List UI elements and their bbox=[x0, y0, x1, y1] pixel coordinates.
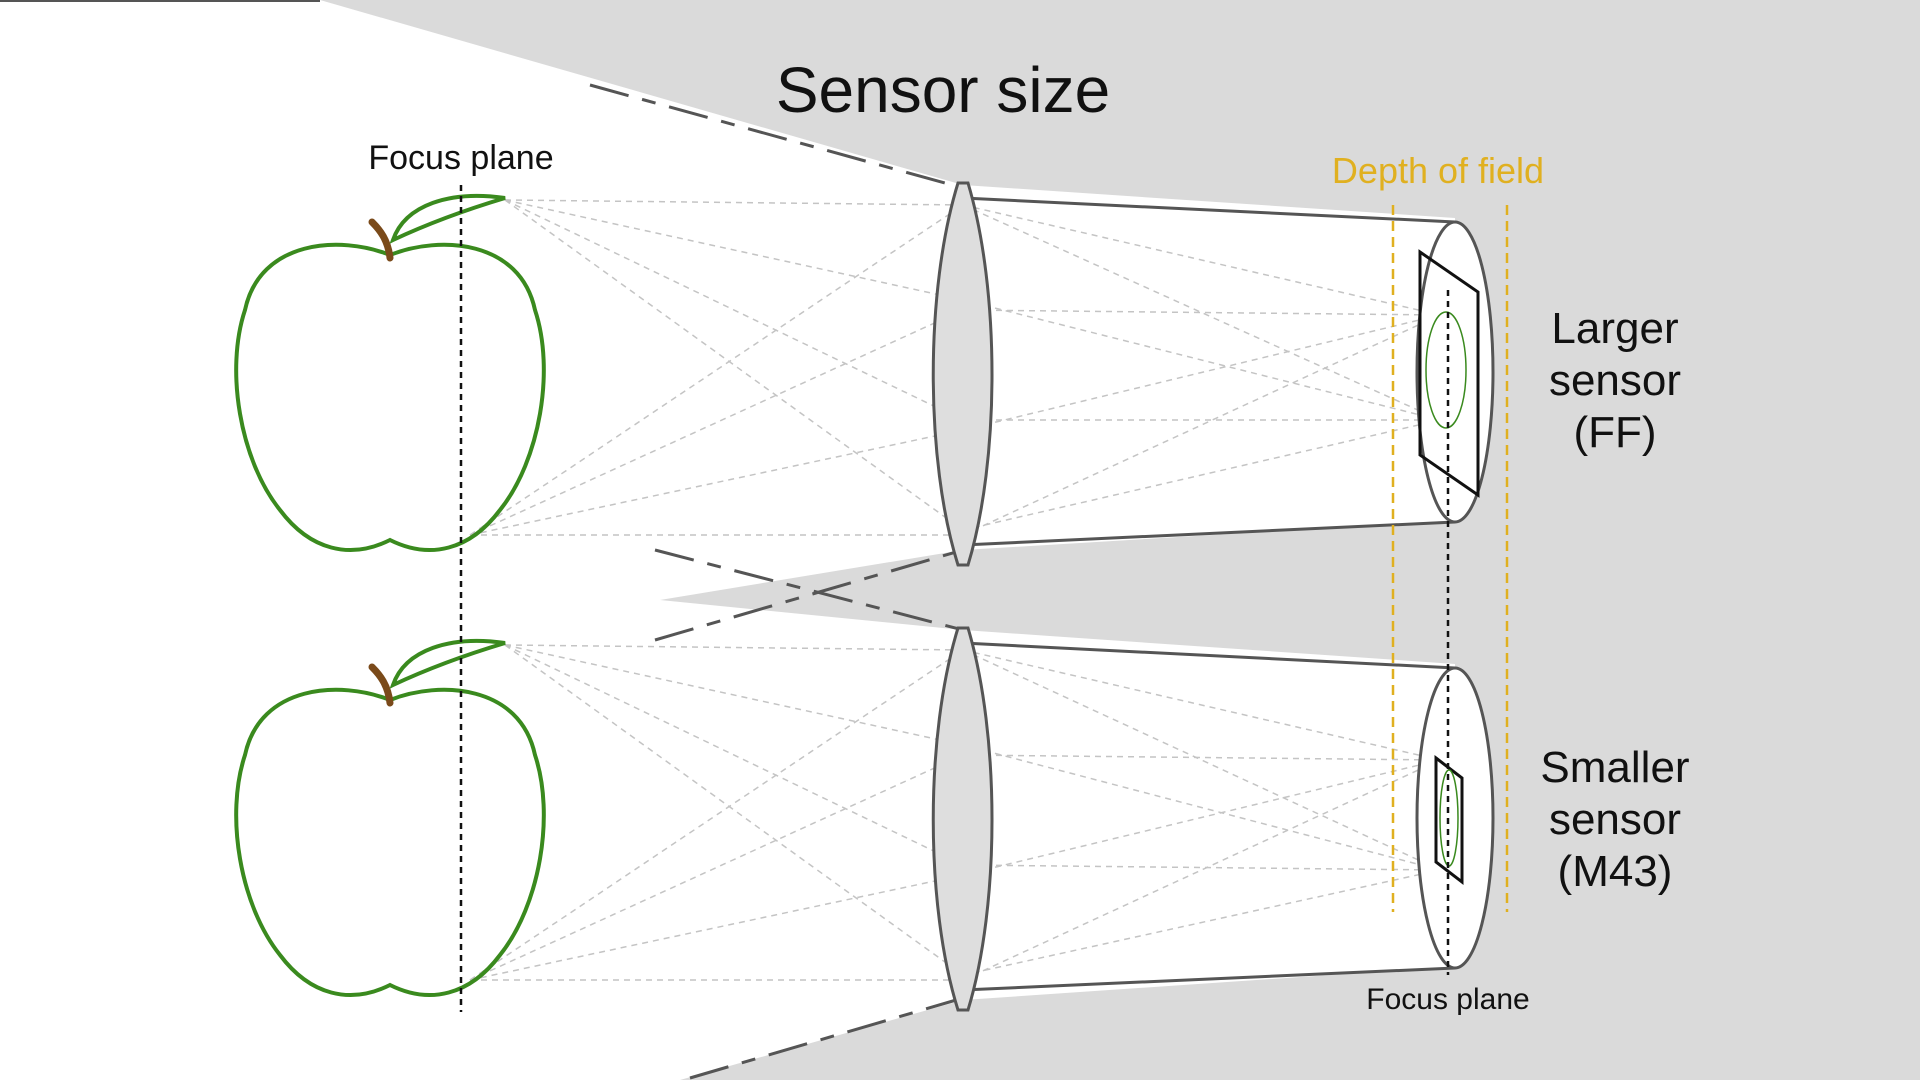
cone-dashed-line-bottom bbox=[689, 996, 964, 1080]
apple-leaf bbox=[389, 193, 506, 244]
ray bbox=[504, 199, 964, 206]
larger-sensor-label-line3: (FF) bbox=[1573, 408, 1656, 457]
smaller-sensor-label-line2: sensor bbox=[1549, 795, 1681, 844]
apple-stem bbox=[368, 663, 394, 707]
ray bbox=[504, 199, 964, 301]
focus-plane-label-bottom: Focus plane bbox=[1366, 983, 1529, 1016]
background-cone-top bbox=[963, 185, 1462, 550]
ray bbox=[504, 644, 964, 746]
larger-sensor-label-line1: Larger bbox=[1551, 304, 1678, 353]
lens-top bbox=[931, 181, 994, 567]
apple-body bbox=[234, 242, 546, 552]
ray bbox=[962, 649, 1441, 761]
cone-dashed-line-top bbox=[589, 83, 964, 190]
larger-sensor-label: Larger sensor (FF) bbox=[1549, 304, 1681, 457]
apple-stem bbox=[368, 218, 394, 262]
rays-bottom-set bbox=[469, 644, 1441, 981]
cylinder-bottom-edge-lower bbox=[962, 966, 1456, 992]
lens-shape bbox=[931, 181, 994, 567]
ray bbox=[962, 754, 1441, 761]
ray bbox=[962, 869, 1441, 976]
ray bbox=[962, 864, 1441, 871]
ray bbox=[504, 199, 964, 421]
cylinder-top-edge-lower bbox=[962, 641, 1456, 670]
small-sensor-frame bbox=[1434, 754, 1464, 886]
ray bbox=[962, 314, 1441, 431]
ray bbox=[962, 204, 1441, 316]
light-rays bbox=[469, 199, 1441, 981]
lens-shape bbox=[931, 626, 994, 1012]
larger-sensor-label-line2: sensor bbox=[1549, 356, 1681, 405]
page-title: Sensor size bbox=[776, 54, 1110, 126]
large-sensor-frame bbox=[1418, 249, 1480, 498]
cylinder-bottom-edge-upper bbox=[962, 520, 1456, 547]
rays-top-set bbox=[469, 199, 1441, 536]
ray bbox=[469, 309, 964, 536]
cone-lines bbox=[589, 83, 1456, 1080]
apple-top bbox=[234, 193, 546, 552]
ray bbox=[962, 744, 1441, 871]
ray bbox=[962, 759, 1441, 876]
cylinder-top-edge-upper bbox=[962, 196, 1456, 224]
smaller-sensor-label: Smaller sensor (M43) bbox=[1540, 743, 1689, 896]
apple-body bbox=[234, 687, 546, 997]
smaller-sensor-label-line3: (M43) bbox=[1558, 847, 1673, 896]
ray bbox=[504, 644, 964, 651]
focus-plane-label-top: Focus plane bbox=[368, 139, 553, 177]
ray bbox=[504, 644, 964, 866]
ray bbox=[962, 309, 1441, 316]
apple-leaf bbox=[389, 638, 506, 689]
image-plane-ellipse-bottom bbox=[1415, 666, 1495, 970]
ray bbox=[469, 429, 964, 536]
image-plane-ellipse-top bbox=[1415, 220, 1495, 524]
cone-dashed-line-middle-b bbox=[654, 548, 964, 642]
projected-apple-image-large bbox=[1425, 311, 1467, 429]
ray bbox=[469, 754, 964, 981]
ray bbox=[469, 874, 964, 981]
cone-dashed-line-middle-a bbox=[654, 548, 964, 632]
apple-bottom bbox=[234, 638, 546, 997]
depth-of-field-label: Depth of field bbox=[1332, 150, 1544, 191]
lens-bottom bbox=[931, 626, 994, 1012]
ray bbox=[962, 299, 1441, 421]
ray bbox=[962, 419, 1441, 531]
smaller-sensor-label-line1: Smaller bbox=[1540, 743, 1689, 792]
